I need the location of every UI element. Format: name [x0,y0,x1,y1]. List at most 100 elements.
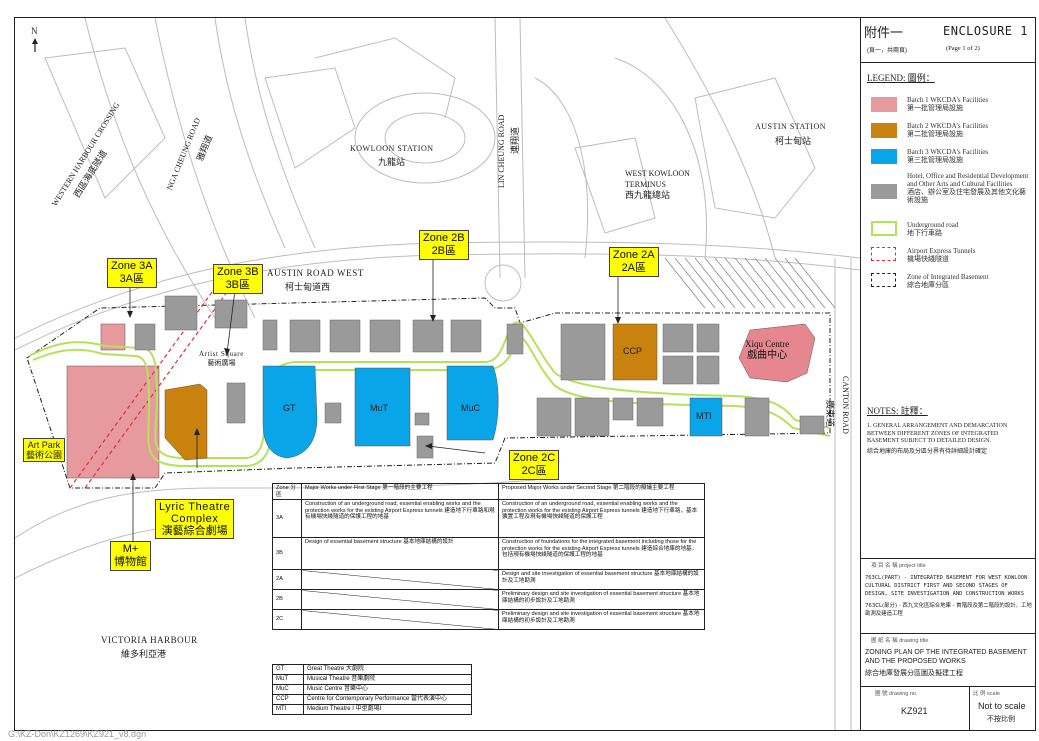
table-row: 2C Preliminary design and site investiga… [272,609,705,631]
musical-theatre-site [354,367,411,447]
header-second-stage: Proposed Major Works under Second Stage … [498,482,705,501]
enclosure-cn: 附件一 [864,25,904,40]
project-title: 763CL(PART) - INTEGRATED BASEMENT FOR WE… [865,575,1032,617]
enclosure-title: ENCLOSURE 1 [943,24,1028,38]
great-theatre-site [262,365,318,459]
header-first-stage: Major Works under First Stage 第一階段的主要工程 [301,482,499,501]
divider [969,686,970,730]
divider [861,62,1035,63]
cell-first: Construction of an underground road, ess… [301,499,499,539]
label-victoria-harbour: VICTORIA HARBOUR [101,635,198,645]
page-number: (Page 1 of 2) [946,45,980,52]
file-path: G:\KZ-Don\KZ1269\KZ921_v8.dgn [8,729,147,739]
integrated-basement-boundary [26,297,831,489]
legend-item-other: Hotel, Office and Residential Developmen… [907,172,1029,204]
cell-second: Construction of foundations for the inte… [498,537,705,571]
table-row: 2B Preliminary design and site investiga… [272,589,705,611]
abbr-code: MuT [272,674,304,685]
label-art-park: Art Park 藝術公園 [23,438,66,462]
abbr-code: CCP [272,694,304,705]
callout-m-plus: M+博物館 [110,541,151,571]
m-plus-site [66,365,160,479]
cell-second: Preliminary design and site investigatio… [498,609,705,631]
legend-swatch-batch3 [871,149,897,164]
callout-leaders [129,258,619,546]
label-canton-road: CANTON ROAD [841,376,850,434]
drawing-title: ZONING PLAN OF THE INTEGRATED BASEMENT A… [865,649,1027,677]
legend-swatch-basement-zone [871,273,896,287]
label-west-kowloon-terminus: WEST KOWLOON TERMINUS 西九龍總站 [625,169,690,200]
mti-site [689,397,723,437]
venue-label-gt: GT [283,403,296,413]
legend-title: LEGEND: 圖例： [867,73,935,83]
notes-text: 1. GENERAL ARRANGEMENT AND DEMARCATION B… [867,423,1008,455]
label-austin-road-west: AUSTIN ROAD WEST [267,268,364,278]
abbr-name: Musical Theatre 音樂劇院 [303,674,472,685]
label-austin-road-west-cn: 柯士甸道西 [285,282,331,292]
works-table-header: Zone 分區 Major Works under First Stage 第一… [272,482,705,501]
cell-zone: 2A [272,569,302,591]
abbr-name: Centre for Contemporary Performance 當代表演… [303,694,472,705]
ccp-site [612,323,658,381]
header-zone: Zone 分區 [272,482,302,501]
label-victoria-harbour-cn: 維多利亞港 [121,649,167,659]
legend-swatch-underground-road [871,221,897,236]
scale-value: Not to scale [978,701,1026,711]
page-cn: (頁一，共兩頁) [867,48,907,54]
legend-swatch-other [871,184,897,199]
cell-second: Construction of an underground road, ess… [498,499,705,539]
abbr-code: GT [272,664,304,675]
label-artist-square: Artist Square 藝術廣場 [199,350,244,367]
music-centre-site [446,365,499,441]
label-xiqu-centre: Xiqu Centre 戲曲中心 [745,339,790,361]
table-row: 3A Construction of an underground road, … [272,499,705,539]
north-arrow [32,38,38,52]
site-map [15,18,860,730]
notes-title: NOTES: 註釋： [867,406,928,416]
legend-swatch-batch2 [871,123,897,138]
table-row: 3B Design of essential basement structur… [272,537,705,571]
label-lin-cheung-road-cn: 連翔道 [510,126,520,154]
abbr-code: MuC [272,684,304,695]
lyric-theatre-site [164,383,208,461]
label-kowloon-station-cn: 九龍站 [378,157,406,167]
abbr-name: Medium Theatre I 中型劇場I [303,704,472,715]
north-label: N [31,26,38,36]
label-lin-cheung-road: LIN CHEUNG ROAD [497,114,506,188]
venue-label-ccp: CCP [623,346,643,356]
divider [861,558,1035,559]
cell-first-empty [301,609,499,631]
title-block: 附件一 ENCLOSURE 1 (頁一，共兩頁) (Page 1 of 2) L… [860,18,1035,730]
legend-swatch-batch1 [871,97,897,112]
scale-value-cn: 不按比例 [987,716,1015,723]
cell-first-empty [301,569,499,591]
cell-zone: 3B [272,537,302,571]
legend-swatch-airport-express [871,247,896,261]
abbr-name: Music Centre 音樂中心 [303,684,472,695]
abbr-name: Great Theatre 大劇院 [303,664,472,675]
cell-first: Design of essential basement structure 基… [301,537,499,571]
divider [861,686,1035,687]
works-table: Zone 分區 Major Works under First Stage 第一… [272,482,705,631]
drawing-number: KZ921 [901,706,928,716]
divider [861,633,1035,634]
other-development-blocks [134,295,825,459]
cell-zone: 2B [272,589,302,611]
drawing-title-label: 圖 紙 名 稱 drawing title [871,638,929,644]
venue-label-mut: MuT [370,403,388,413]
label-canton-road-cn: 廣東道 [825,400,835,428]
callout-arrowheads [127,311,621,480]
table-row: 2A Design and site investigation of esse… [272,569,705,591]
cell-first-empty [301,589,499,611]
